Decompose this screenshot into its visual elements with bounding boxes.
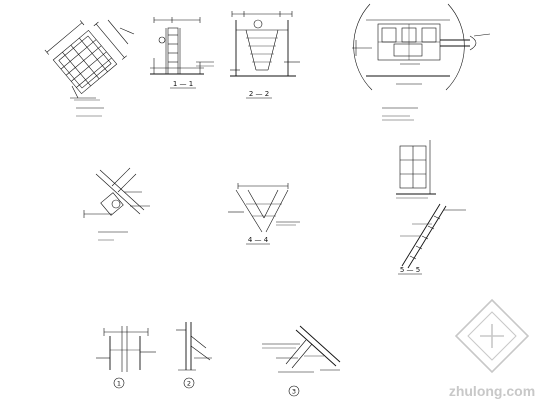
drawing-rotated-plan-a (44, 19, 135, 101)
drawing-section-2-2: 2 — 2 (230, 11, 300, 99)
zhulong-logo-icon (454, 298, 530, 374)
watermark-text: zhulong.com (449, 383, 535, 399)
drawing-detail-3: 3 (262, 325, 341, 397)
detail-3-label: 3 (292, 388, 296, 396)
drawing-detail-2: 2 (176, 322, 212, 389)
drawing-section-4-4: 4 — 4 (228, 183, 300, 245)
watermark: zhulong.com (449, 298, 535, 399)
detail-1-label: 1 (117, 380, 121, 388)
drawing-circular-plan (352, 3, 491, 121)
section-2-2-title: 2 — 2 (249, 90, 269, 98)
drawing-section-5-5: 5 — 5 (396, 140, 466, 275)
drawing-section-1-1: 1 — 1 (150, 17, 214, 89)
detail-2-label: 2 (187, 380, 191, 388)
section-5-5-title: 5 — 5 (400, 266, 420, 274)
drawing-detail-1: 1 (96, 326, 156, 389)
drawing-rotated-detail-b (83, 167, 150, 241)
section-4-4-title: 4 — 4 (248, 236, 269, 244)
drawing-a-notes (76, 107, 104, 117)
section-1-1-title: 1 — 1 (173, 80, 193, 88)
